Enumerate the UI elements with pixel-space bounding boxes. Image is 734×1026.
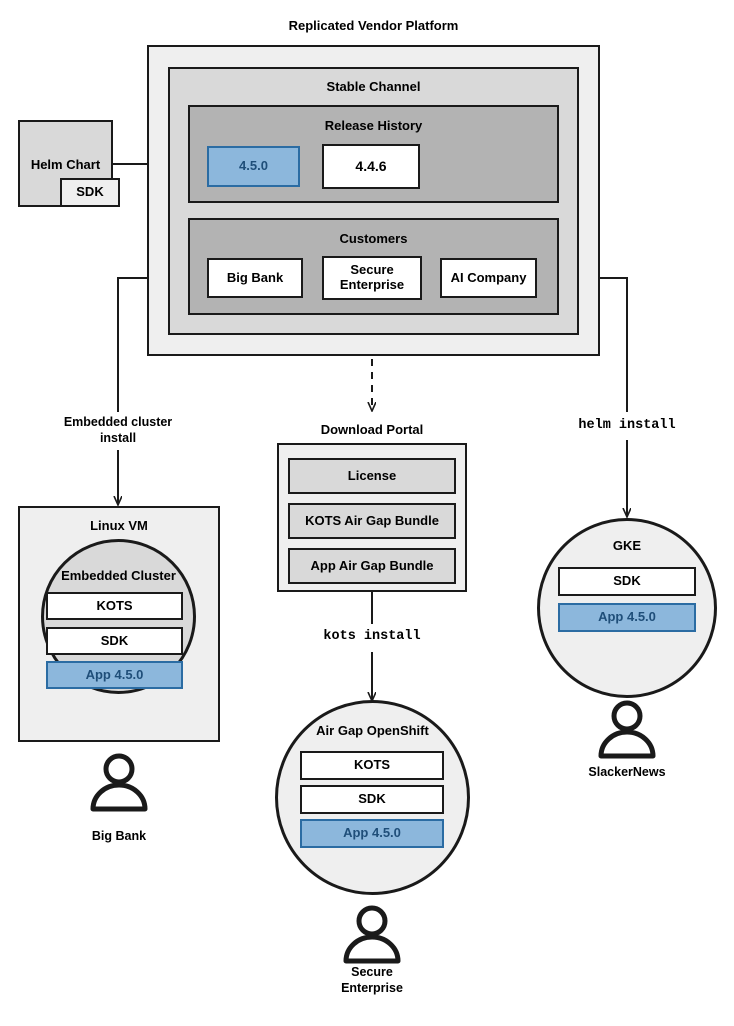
- customer-big-bank[interactable]: Big Bank: [207, 258, 303, 298]
- persona-label-big-bank: Big Bank: [91, 829, 147, 843]
- persona-icon-big-bank: [90, 753, 148, 812]
- air-gap-openshift-title: Air Gap OpenShift: [316, 723, 429, 738]
- air-gap-openshift-component-sdk[interactable]: SDK: [300, 785, 444, 814]
- release-version-4-4-6[interactable]: 4.4.6: [322, 144, 420, 189]
- persona-label-slackernews: SlackerNews: [588, 765, 666, 779]
- linux-vm-component-app[interactable]: App 4.5.0: [46, 661, 183, 689]
- air-gap-openshift-component-kots[interactable]: KOTS: [300, 751, 444, 780]
- stable-channel-title: Stable Channel: [326, 79, 421, 94]
- kots-install-label: kots install: [323, 629, 421, 644]
- persona-icon-slackernews: [598, 700, 656, 759]
- persona-label-secure-enterprise: Secure Enterprise: [341, 965, 403, 995]
- helm-chart-label: Helm Chart: [30, 157, 101, 172]
- linux-vm-component-kots[interactable]: KOTS: [46, 592, 183, 620]
- helm-install-label: helm install: [578, 418, 676, 433]
- air-gap-openshift-component-app[interactable]: App 4.5.0: [300, 819, 444, 848]
- download-portal-item-app-air-gap-bundle[interactable]: App Air Gap Bundle: [288, 548, 456, 584]
- download-portal-item-kots-air-gap-bundle[interactable]: KOTS Air Gap Bundle: [288, 503, 456, 539]
- release-history-title: Release History: [324, 118, 423, 133]
- customer-secure-enterprise[interactable]: Secure Enterprise: [322, 256, 422, 300]
- download-portal-title: Download Portal: [320, 422, 424, 437]
- helm-chart-sdk-box[interactable]: SDK: [60, 178, 120, 207]
- download-portal-item-license[interactable]: License: [288, 458, 456, 494]
- gke-component-app[interactable]: App 4.5.0: [558, 603, 696, 632]
- customers-title: Customers: [339, 231, 408, 246]
- customer-ai-company[interactable]: AI Company: [440, 258, 537, 298]
- release-version-4-5-0[interactable]: 4.5.0: [207, 146, 300, 187]
- linux-vm-component-sdk[interactable]: SDK: [46, 627, 183, 655]
- gke-title: GKE: [612, 538, 642, 553]
- gke-component-sdk[interactable]: SDK: [558, 567, 696, 596]
- persona-icon-secure-enterprise: [343, 905, 401, 964]
- linux-vm-title: Linux VM: [90, 518, 148, 533]
- embedded-cluster-install-label: Embedded cluster install: [63, 415, 173, 445]
- page-title: Replicated Vendor Platform: [288, 18, 459, 33]
- embedded-cluster-title: Embedded Cluster: [61, 568, 176, 583]
